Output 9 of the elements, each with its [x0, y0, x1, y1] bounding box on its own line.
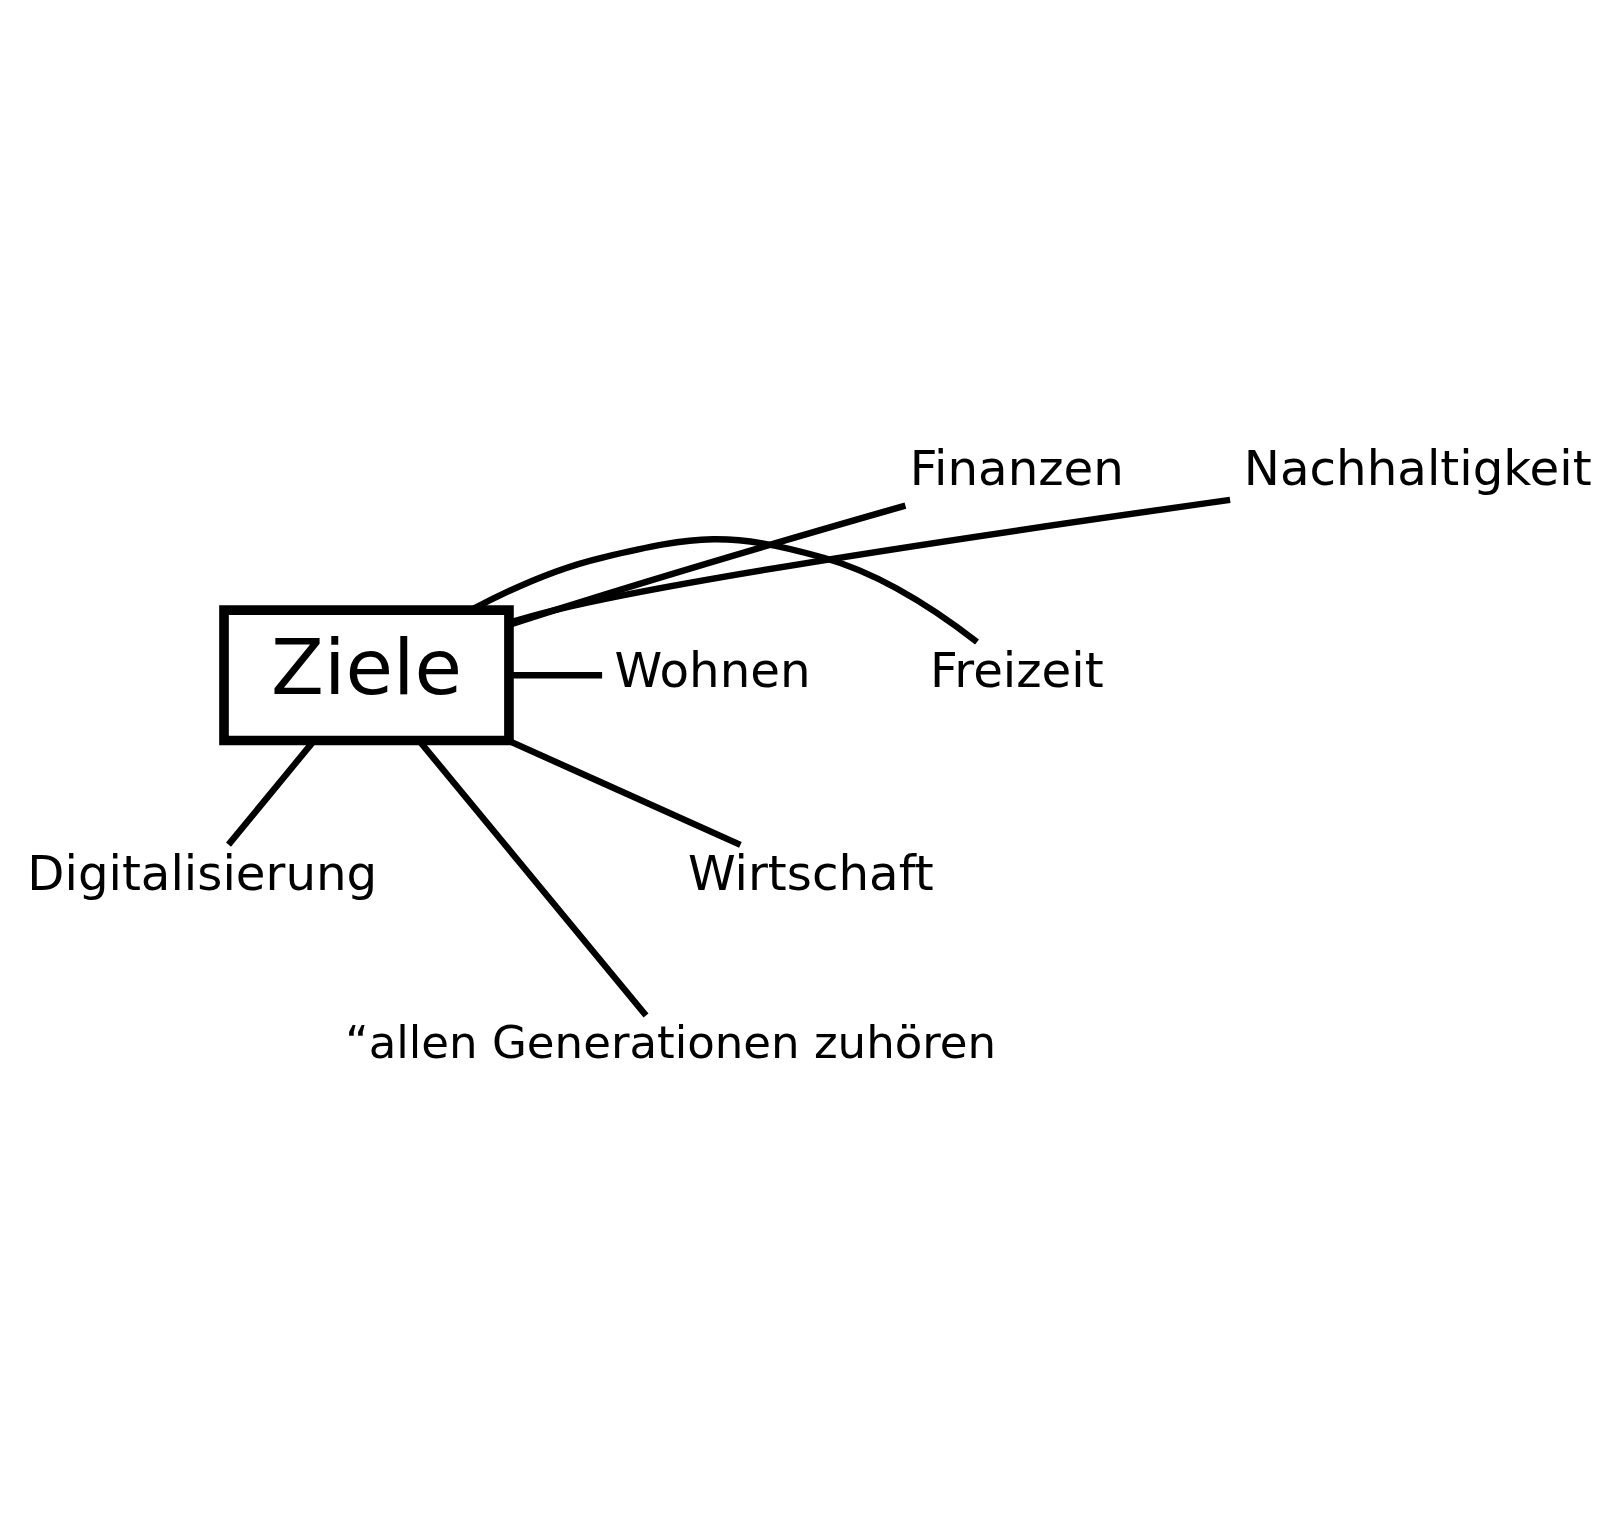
connector	[469, 535, 979, 644]
node-text: Freizeit	[930, 641, 1104, 698]
node-text: Nachhaltigkeit	[1243, 439, 1592, 496]
node-text: Wirtschaft	[687, 844, 934, 901]
node-text: Digitalisierung	[27, 844, 378, 901]
node-box: Ziele	[219, 604, 514, 745]
node-text: Finanzen	[909, 439, 1124, 496]
node-text: “allen Generationen zuhören	[345, 1015, 997, 1069]
node-text: Wohnen	[614, 641, 811, 698]
